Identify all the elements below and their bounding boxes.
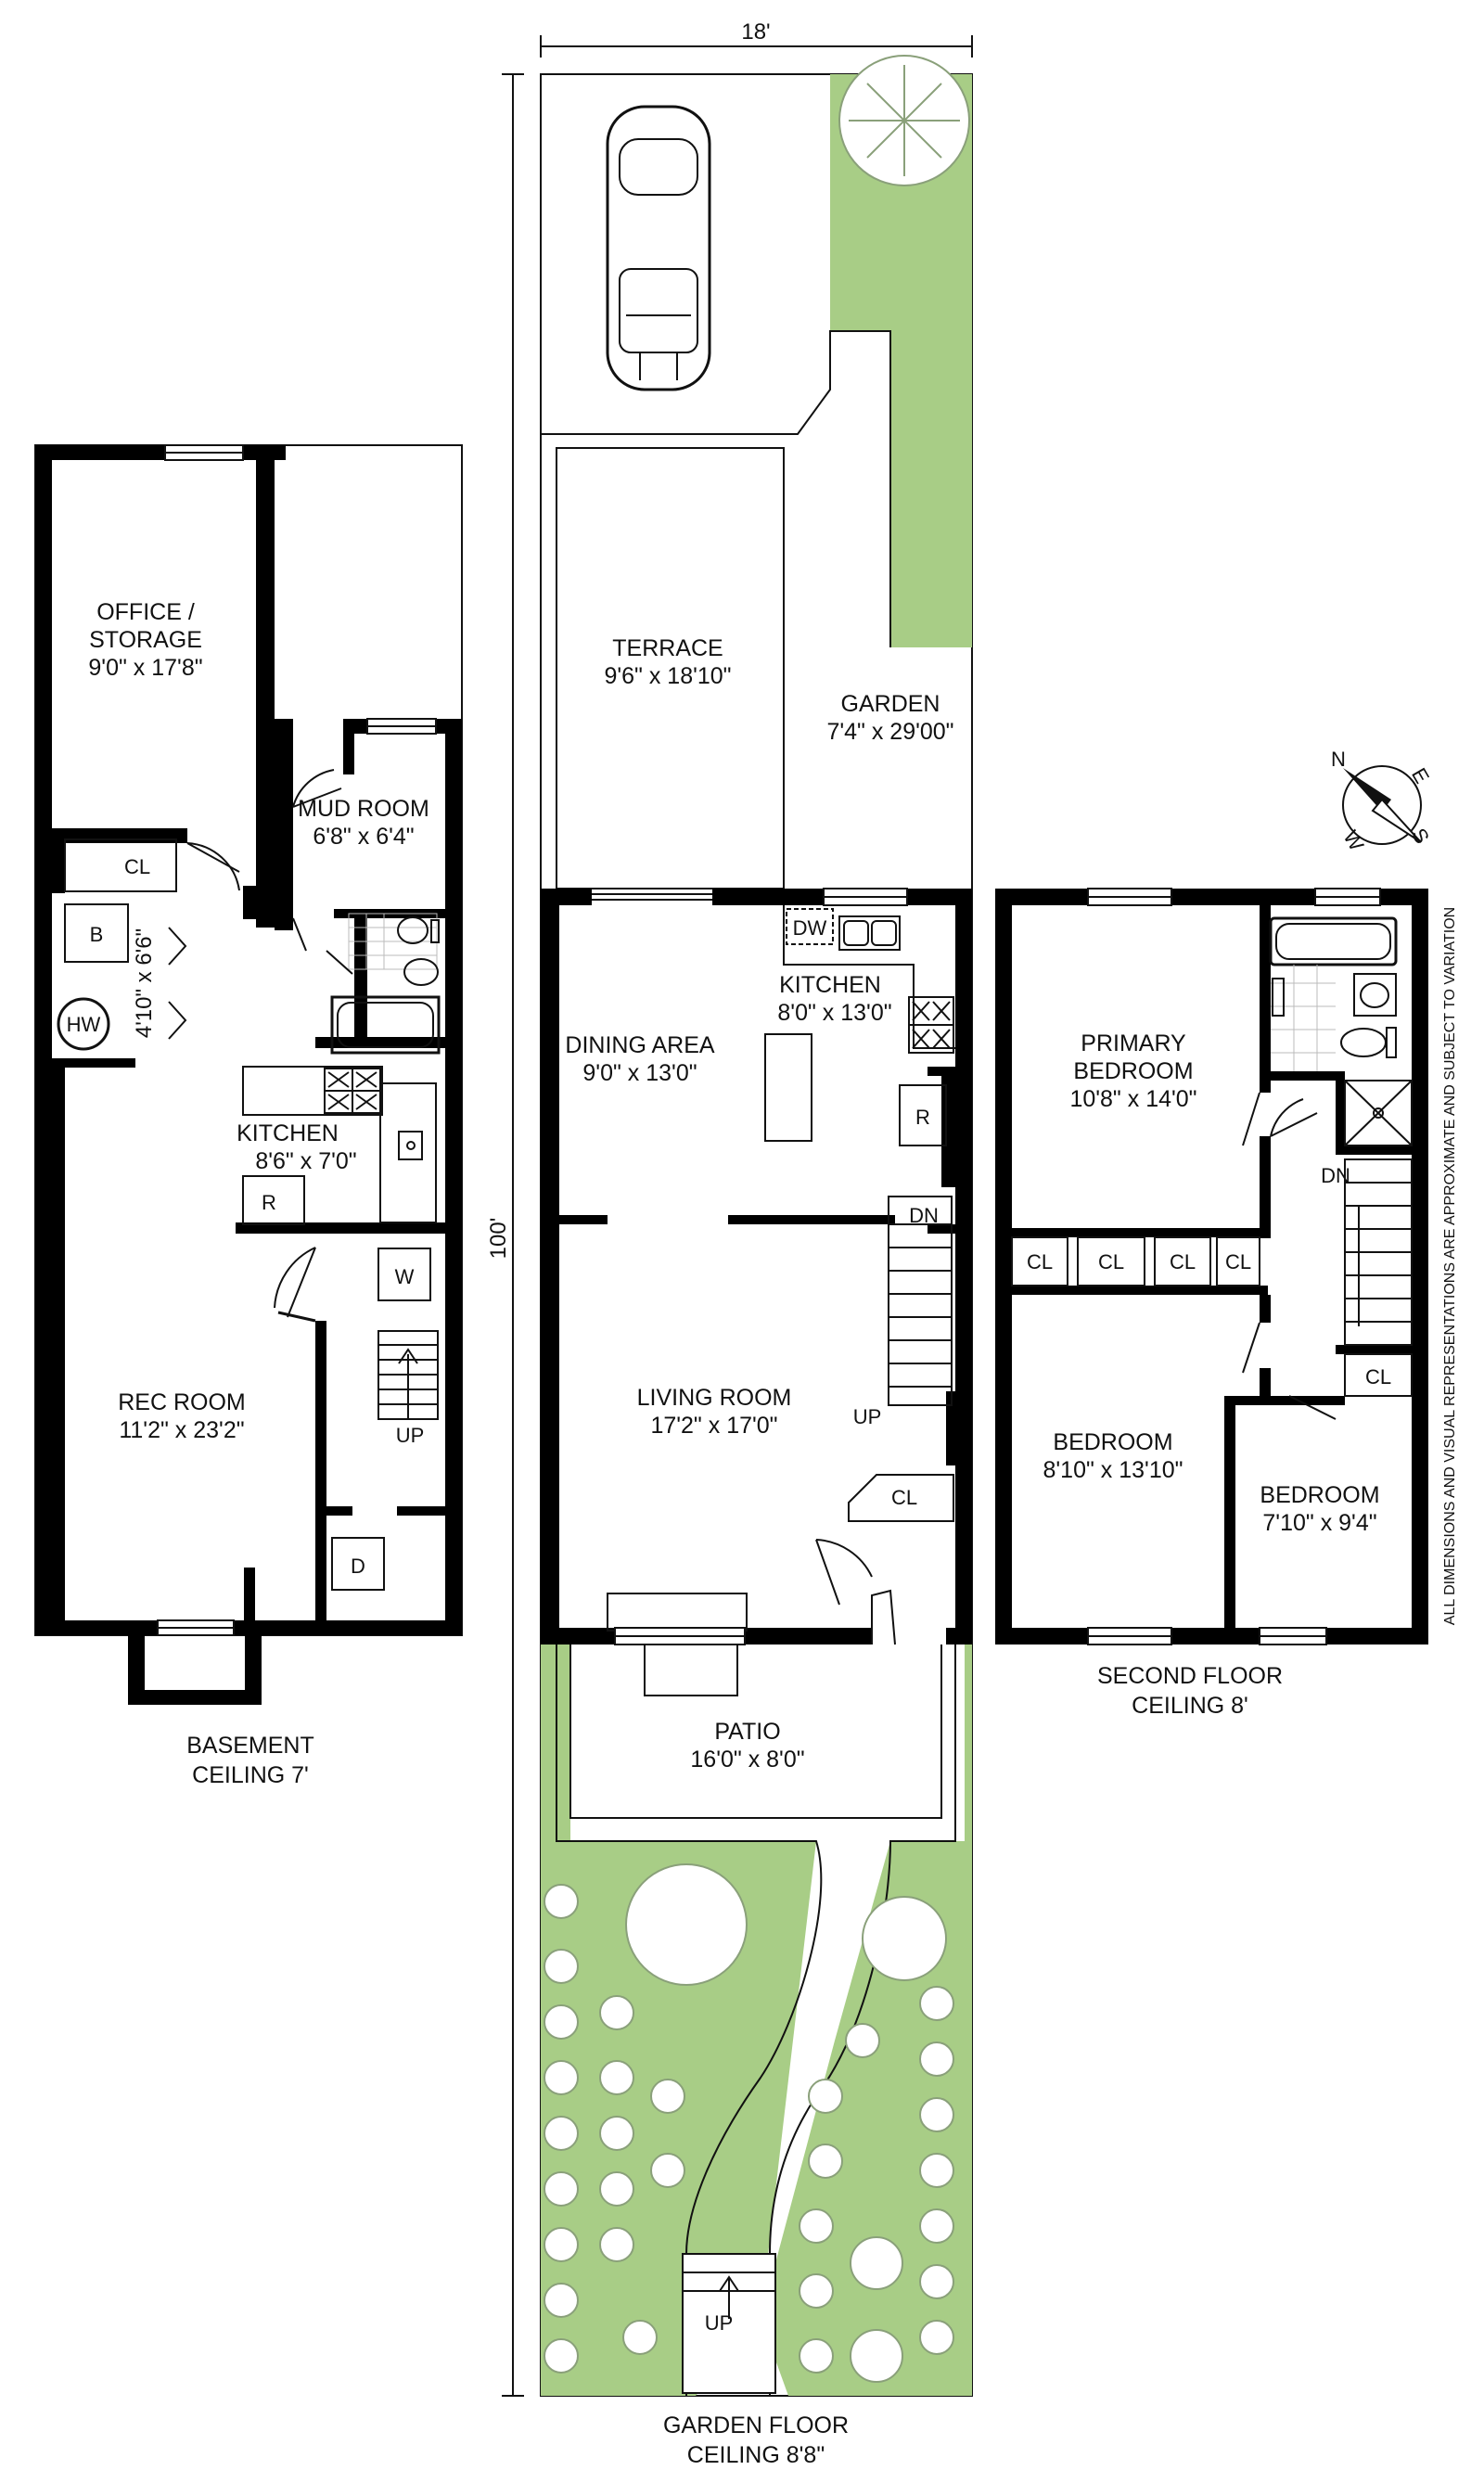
compass-n: N — [1331, 748, 1346, 771]
compass-w: W — [1338, 826, 1368, 855]
dining-dims: 9'0" x 13'0" — [582, 1060, 697, 1086]
garden-name: GARDEN — [841, 691, 940, 717]
primary-bedroom-dims: 10'8" x 14'0" — [1069, 1086, 1196, 1112]
car-icon — [606, 105, 711, 391]
dining-name: DINING AREA — [565, 1032, 714, 1058]
living-name: LIVING ROOM — [637, 1385, 792, 1411]
compass-s: S — [1407, 825, 1434, 848]
basement-plan: CL B HW 4'10" x 6'6" — [34, 444, 463, 1788]
compass-icon: N E S W — [1331, 748, 1434, 855]
width-dimension-label: 18' — [741, 19, 770, 45]
garden-fridge-label: R — [915, 1106, 930, 1129]
closet-1-label: CL — [1027, 1250, 1053, 1273]
garden-stairs-down-label: DN — [909, 1204, 939, 1227]
basement-stairs-up-label: UP — [396, 1424, 425, 1447]
garden-kitchen-name: KITCHEN — [779, 972, 881, 998]
second-floor-ceiling: CEILING 8' — [1132, 1693, 1248, 1719]
bedroom-2-dims: 7'10" x 9'4" — [1262, 1510, 1376, 1536]
second-stairs-down-label: DN — [1321, 1164, 1350, 1187]
depth-dimension-label: 100' — [486, 1218, 511, 1260]
second-hall-closet-label: CL — [1365, 1365, 1391, 1389]
basement-floor-name: BASEMENT — [186, 1733, 314, 1759]
hot-water-label: HW — [67, 1013, 101, 1036]
basement-closet-label: CL — [124, 855, 150, 878]
patio-name: PATIO — [714, 1719, 780, 1745]
basement-ceiling: CEILING 7' — [192, 1762, 309, 1788]
basement-kitchen-name: KITCHEN — [237, 1120, 339, 1146]
washer-label: W — [395, 1265, 415, 1288]
living-dims: 17'2" x 17'0" — [650, 1413, 777, 1439]
garden-closet-label: CL — [891, 1486, 917, 1509]
bedroom-1-dims: 8'10" x 13'10" — [1043, 1457, 1183, 1483]
bedroom-1-name: BEDROOM — [1053, 1429, 1172, 1455]
garden-stairs-up-label: UP — [853, 1405, 882, 1428]
recroom-name: REC ROOM — [118, 1389, 246, 1415]
terrace-name: TERRACE — [612, 635, 723, 661]
closet-2-label: CL — [1098, 1250, 1124, 1273]
second-floor-name: SECOND FLOOR — [1097, 1663, 1283, 1689]
primary-bedroom-name-line1: PRIMARY — [1081, 1030, 1186, 1056]
garden-floor-ceiling: CEILING 8'8" — [687, 2442, 825, 2468]
bedroom-2-name: BEDROOM — [1260, 1482, 1379, 1508]
garden-dims: 7'4" x 29'00" — [826, 719, 953, 745]
garden-floor-name: GARDEN FLOOR — [663, 2412, 849, 2438]
closet-3-label: CL — [1170, 1250, 1196, 1273]
compass-e: E — [1407, 764, 1434, 787]
basement-kitchen-dims: 8'6" x 7'0" — [255, 1148, 356, 1174]
dishwasher-label: DW — [793, 916, 827, 940]
office-dims: 9'0" x 17'8" — [88, 655, 202, 681]
disclaimer-text: ALL DIMENSIONS AND VISUAL REPRESENTATION… — [1442, 907, 1458, 1625]
second-floor-plan: DN CL CL CL CL CL PRIMARY BEDROOM 10'8" … — [995, 888, 1428, 1719]
garden-kitchen-dims: 8'0" x 13'0" — [777, 1000, 891, 1026]
mudroom-dims: 6'8" x 6'4" — [313, 824, 414, 850]
boiler-label: B — [90, 923, 104, 946]
office-name-line1: OFFICE / — [96, 599, 195, 625]
office-name-line2: STORAGE — [89, 627, 202, 653]
garden-floor-plan: TERRACE 9'6" x 18'10" GARDEN 7'4" x 29'0… — [540, 55, 973, 2468]
mudroom-name: MUD ROOM — [298, 796, 429, 822]
basement-closet-dims: 4'10" x 6'6" — [132, 928, 157, 1038]
terrace-dims: 9'6" x 18'10" — [604, 663, 731, 689]
basement-fridge-label: R — [262, 1191, 276, 1214]
patio-dims: 16'0" x 8'0" — [690, 1747, 804, 1773]
yard-stairs-up-label: UP — [705, 2311, 734, 2335]
primary-bedroom-name-line2: BEDROOM — [1073, 1058, 1193, 1084]
dryer-label: D — [351, 1555, 365, 1578]
closet-4-label: CL — [1225, 1250, 1251, 1273]
overall-dimensions: 18' 100' — [486, 19, 973, 2397]
recroom-dims: 11'2" x 23'2" — [119, 1417, 244, 1443]
